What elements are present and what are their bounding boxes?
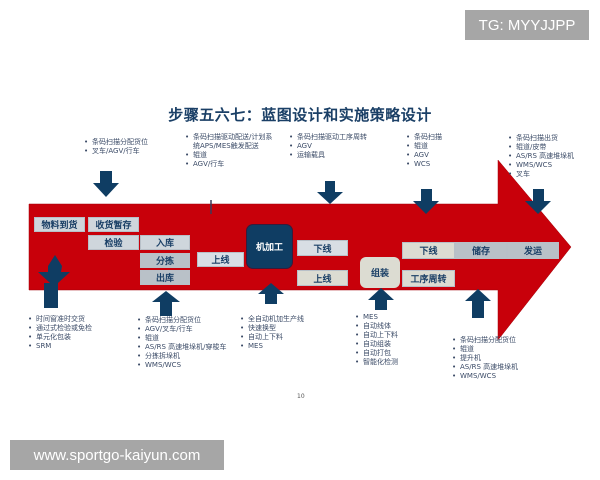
note-item: 叉车/AGV/行车 — [84, 147, 148, 156]
note-item: 单元化包装 — [28, 333, 92, 342]
note-item: 时间窗准时交货 — [28, 315, 92, 324]
note-item: 自动组装 — [355, 340, 398, 349]
page-number: 10 — [297, 393, 305, 400]
note-item: 条码扫描分配货位 — [452, 336, 518, 345]
down-arrow-icon — [413, 189, 439, 214]
top-note-lineoff: 条码扫描 辊道 AGV WCS — [406, 133, 442, 169]
note-item: 分拣拆垛机 — [137, 352, 226, 361]
note-item: 提升机 — [452, 354, 518, 363]
up-arrow-icon — [38, 255, 70, 308]
note-item: 自动线体 — [355, 322, 398, 331]
up-arrows — [38, 255, 491, 318]
bottom-note-machining: 全自动机加生产线 快速换型 自动上下料 MES — [240, 315, 304, 351]
note-item: AS/RS 高速堆垛机 — [452, 363, 518, 372]
note-item: 辊道 — [185, 151, 275, 160]
note-item: 辊道 — [452, 345, 518, 354]
down-arrows — [93, 171, 551, 214]
note-item: AGV — [289, 142, 367, 151]
note-item: 叉车 — [508, 170, 574, 179]
note-item: WMS/WCS — [508, 161, 574, 170]
note-item: MES — [355, 313, 398, 322]
box-storage: 储存 — [455, 242, 507, 259]
note-item: AS/RS 高速堆垛机 — [508, 152, 574, 161]
note-item: WMS/WCS — [452, 372, 518, 381]
bottom-note-storage: 条码扫描分配货位 辊道 提升机 AS/RS 高速堆垛机 WMS/WCS — [452, 336, 518, 381]
note-item: 辊道 — [137, 334, 226, 343]
note-item: 条码扫描 — [406, 133, 442, 142]
box-sorting: 分拣 — [140, 253, 190, 268]
down-arrow-icon — [317, 181, 343, 204]
note-item: 自动上下料 — [355, 331, 398, 340]
note-item: 条码扫描分配货位 — [137, 316, 226, 325]
note-item: WCS — [406, 160, 442, 169]
down-arrow-icon — [525, 189, 551, 214]
note-item: AS/RS 高速堆垛机/穿梭车 — [137, 343, 226, 352]
note-item: 运输载具 — [289, 151, 367, 160]
note-item: AGV/行车 — [185, 160, 275, 169]
note-item: 全自动机加生产线 — [240, 315, 304, 324]
note-item: WMS/WCS — [137, 361, 226, 370]
note-item: 条码扫描分配货位 — [84, 138, 148, 147]
box-assembly: 组装 — [360, 257, 400, 288]
note-item: 条码扫描驱动配送/计划系统APS/MES触发配送 — [185, 133, 275, 151]
down-arrow-icon — [93, 171, 119, 197]
bottom-note-assembly: MES 自动线体 自动上下料 自动组装 自动打包 智能化检测 — [355, 313, 398, 367]
top-note-receiving: 条码扫描分配货位 叉车/AGV/行车 — [84, 138, 148, 156]
watermark-bottom: www.sportgo-kaiyun.com — [10, 440, 224, 470]
note-item: AGV — [406, 151, 442, 160]
note-item: 自动打包 — [355, 349, 398, 358]
note-item: 条码扫描出货 — [508, 134, 574, 143]
bottom-note-warehouse: 条码扫描分配货位 AGV/叉车/行车 辊道 AS/RS 高速堆垛机/穿梭车 分拣… — [137, 316, 226, 370]
box-shipping: 发运 — [507, 242, 559, 259]
bottom-note-arrival: 时间窗准时交货 通过式检验或免检 单元化包装 SRM — [28, 315, 92, 351]
box-line-on-2: 上线 — [297, 270, 348, 286]
up-arrow-icon — [152, 291, 180, 316]
note-item: 辊道 — [406, 142, 442, 151]
note-item: 条码扫描驱动工序周转 — [289, 133, 367, 142]
box-receiving-staging: 收货暂存 — [88, 217, 139, 232]
note-item: 通过式检验或免检 — [28, 324, 92, 333]
top-note-transfer: 条码扫描驱动工序周转 AGV 运输载具 — [289, 133, 367, 160]
box-warehouse-in: 入库 — [140, 235, 190, 250]
up-arrow-icon — [368, 288, 394, 310]
box-line-off-2: 下线 — [402, 242, 455, 259]
watermark-top: TG: MYYJJPP — [465, 10, 589, 40]
up-arrow-icon — [258, 283, 284, 304]
top-note-shipping: 条码扫描出货 辊道/皮带 AS/RS 高速堆垛机 WMS/WCS 叉车 — [508, 134, 574, 179]
note-item: 辊道/皮带 — [508, 143, 574, 152]
up-arrow-icon — [465, 289, 491, 318]
note-item: 快速换型 — [240, 324, 304, 333]
slide-title: 步骤五六七：蓝图设计和实施策略设计 — [168, 106, 432, 124]
box-process-transfer: 工序周转 — [402, 270, 455, 287]
note-item: SRM — [28, 342, 92, 351]
box-line-on-1: 上线 — [197, 252, 244, 267]
note-item: MES — [240, 342, 304, 351]
box-machining: 机加工 — [246, 224, 293, 269]
box-inspection: 检验 — [88, 235, 139, 250]
box-line-off-1: 下线 — [297, 240, 348, 256]
box-material-arrival: 物料到货 — [34, 217, 85, 232]
note-item: 智能化检测 — [355, 358, 398, 367]
box-warehouse-out: 出库 — [140, 270, 190, 285]
top-note-distribution: 条码扫描驱动配送/计划系统APS/MES触发配送 辊道 AGV/行车 — [185, 133, 275, 169]
note-item: AGV/叉车/行车 — [137, 325, 226, 334]
note-item: 自动上下料 — [240, 333, 304, 342]
